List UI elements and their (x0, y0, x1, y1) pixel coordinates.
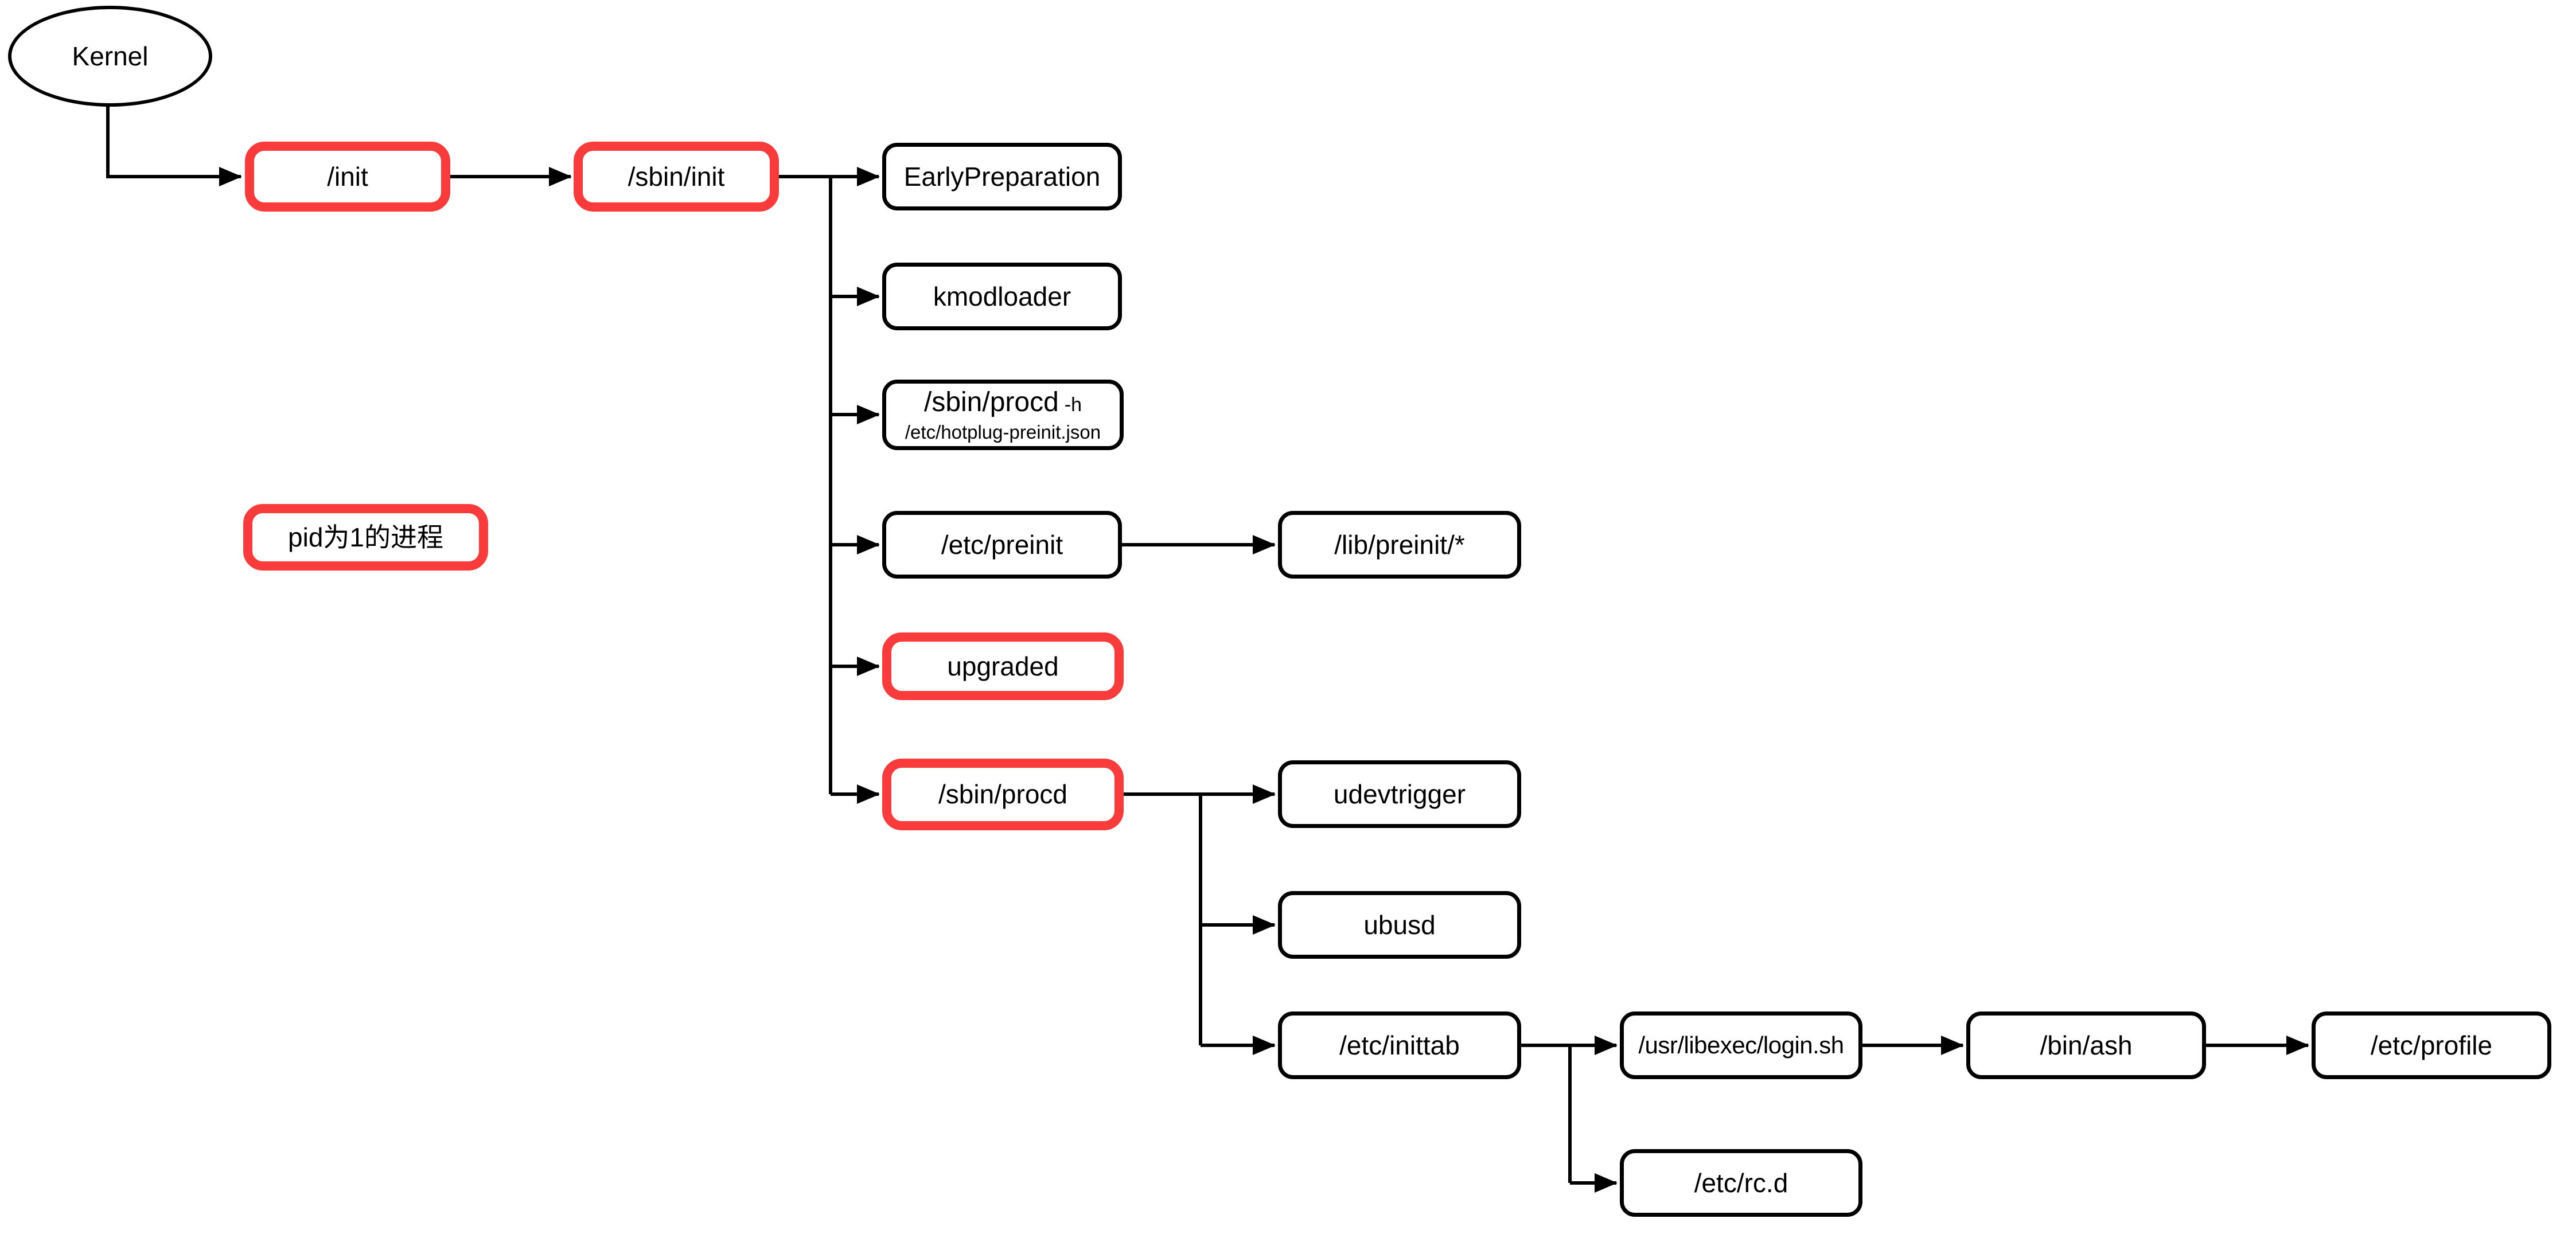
node-upgraded-label: upgraded (947, 651, 1059, 681)
node-etc-profile-label: /etc/profile (2370, 1030, 2493, 1060)
node-bin-ash-label: /bin/ash (2040, 1030, 2133, 1060)
node-sbin-procd-hotplug-flag: -h (1064, 393, 1082, 416)
node-sbin-init: /sbin/init (574, 142, 779, 212)
node-pid1-note: pid为1的进程 (243, 504, 488, 571)
node-init-label: /init (327, 161, 368, 192)
node-upgraded: upgraded (882, 632, 1124, 700)
node-ubusd-label: ubusd (1363, 909, 1436, 940)
node-sbin-procd: /sbin/procd (882, 759, 1124, 830)
node-login-sh: /usr/libexec/login.sh (1620, 1011, 1862, 1079)
node-etc-inittab-label: /etc/inittab (1339, 1030, 1460, 1060)
node-etc-profile: /etc/profile (2312, 1011, 2551, 1079)
node-udevtrigger: udevtrigger (1278, 760, 1521, 828)
node-etc-preinit-label: /etc/preinit (941, 529, 1063, 560)
node-kmodloader: kmodloader (882, 263, 1122, 330)
node-login-sh-label: /usr/libexec/login.sh (1638, 1031, 1844, 1059)
node-etc-rcd-label: /etc/rc.d (1694, 1167, 1788, 1198)
node-sbin-init-label: /sbin/init (628, 161, 725, 192)
node-kernel-label: Kernel (72, 41, 149, 71)
node-lib-preinit: /lib/preinit/* (1278, 511, 1521, 579)
node-etc-rcd: /etc/rc.d (1620, 1149, 1862, 1217)
node-init: /init (245, 142, 450, 212)
node-kernel: Kernel (8, 6, 212, 107)
node-kmodloader-label: kmodloader (933, 281, 1071, 311)
node-udevtrigger-label: udevtrigger (1333, 779, 1466, 809)
node-lib-preinit-label: /lib/preinit/* (1334, 529, 1465, 560)
node-pid1-note-label: pid为1的进程 (288, 522, 443, 552)
node-sbin-procd-label: /sbin/procd (938, 779, 1067, 810)
node-sbin-procd-hotplug-label: /sbin/procd (923, 386, 1059, 417)
node-early-preparation: EarlyPreparation (882, 143, 1122, 210)
node-sbin-procd-hotplug-sublabel: /etc/hotplug-preinit.json (905, 421, 1101, 443)
node-early-preparation-label: EarlyPreparation (903, 161, 1101, 192)
node-bin-ash: /bin/ash (1966, 1011, 2206, 1079)
node-sbin-procd-hotplug: /sbin/procd-h /etc/hotplug-preinit.json (882, 380, 1124, 450)
node-etc-preinit: /etc/preinit (882, 511, 1122, 579)
node-etc-inittab: /etc/inittab (1278, 1011, 1521, 1079)
node-ubusd: ubusd (1278, 891, 1521, 959)
